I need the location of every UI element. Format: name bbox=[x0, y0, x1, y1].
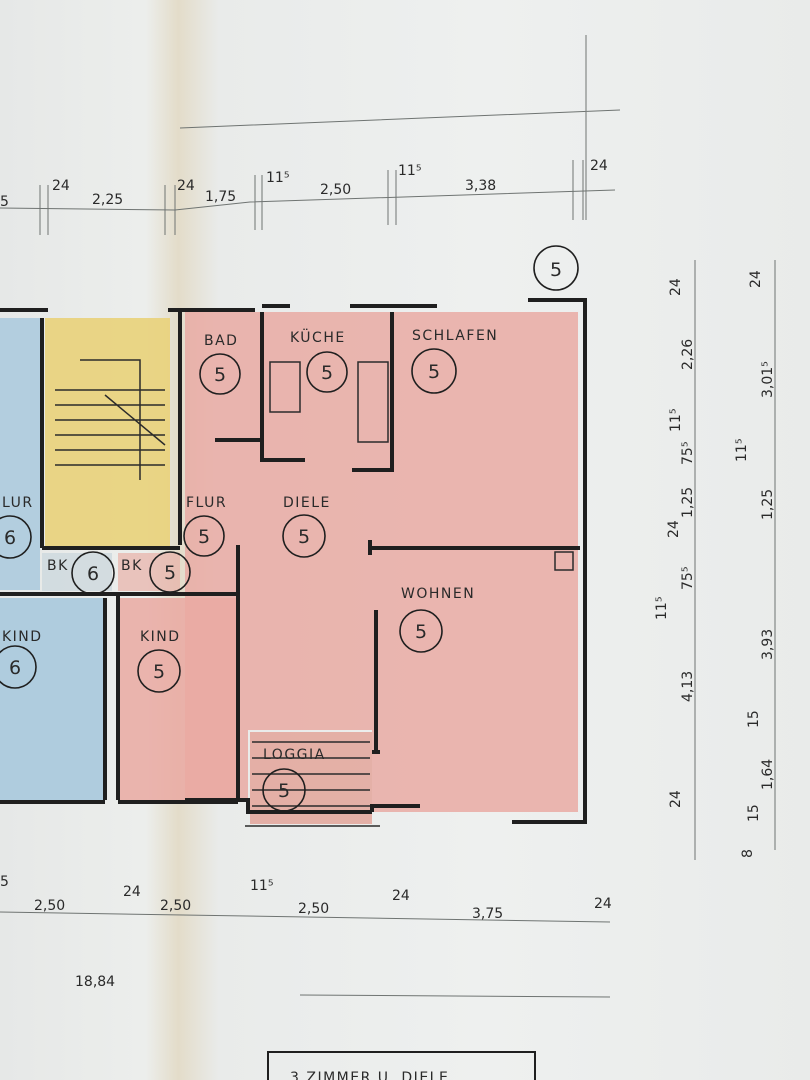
room-flur6-label: LUR bbox=[2, 495, 34, 511]
dim-top: 24 bbox=[590, 158, 608, 174]
room-diele-label: DIELE bbox=[283, 495, 331, 511]
room-kueche-label: KÜCHE bbox=[290, 328, 346, 346]
room-kind6-label: KIND bbox=[2, 629, 43, 645]
room-kueche-unit: 5 bbox=[321, 362, 333, 384]
unit-5-fill bbox=[185, 312, 578, 812]
dim-right: 1,64 bbox=[760, 759, 776, 790]
dim-right: 3,01⁵ bbox=[760, 361, 776, 398]
unit-fills bbox=[0, 312, 578, 824]
bottom-dimensions: 5 2,50 24 2,50 11⁵ 2,50 24 3,75 24 18,84 bbox=[0, 874, 612, 990]
dim-right: 24 bbox=[666, 520, 682, 538]
room-kind-unit: 5 bbox=[153, 661, 165, 683]
room-loggia-label: LOGGIA bbox=[263, 747, 326, 763]
dim-right: 3,93 bbox=[760, 629, 776, 660]
dim-right: 1,25 bbox=[760, 489, 776, 520]
dimension-lines bbox=[0, 35, 776, 998]
dim-right: 24 bbox=[668, 278, 684, 296]
dim-bottom: 5 bbox=[0, 874, 9, 890]
room-labels: BAD 5 KÜCHE 5 SCHLAFEN 5 FLUR 5 DIELE 5 … bbox=[0, 328, 498, 812]
dim-top: 5 bbox=[0, 194, 9, 210]
dim-right: 11⁵ bbox=[654, 597, 670, 620]
room-schlafen-label: SCHLAFEN bbox=[412, 328, 498, 344]
room-schlafen-unit: 5 bbox=[428, 361, 440, 383]
room-wohnen-label: WOHNEN bbox=[401, 586, 475, 602]
room-bk6-label: BK bbox=[47, 558, 69, 574]
top-dimensions: 5 24 2,25 24 1,75 11⁵ 2,50 11⁵ 3,38 24 bbox=[0, 158, 608, 210]
bk-5-fill bbox=[118, 553, 180, 591]
dim-bottom: 3,75 bbox=[472, 906, 503, 922]
stair-fill bbox=[45, 318, 170, 546]
dim-bottom: 24 bbox=[392, 888, 410, 904]
room-kind6-unit: 6 bbox=[9, 657, 21, 679]
right-dimensions-inner: 24 2,26 11⁵ 75⁵ 1,25 24 75⁵ 11⁵ 4,13 24 … bbox=[654, 278, 756, 858]
dim-top: 2,25 bbox=[92, 192, 123, 208]
room-bad-label: BAD bbox=[204, 333, 238, 349]
dim-top: 11⁵ bbox=[266, 170, 289, 186]
kind-5-fill bbox=[120, 598, 238, 800]
dim-bottom: 24 bbox=[123, 884, 141, 900]
dim-right: 8 bbox=[740, 849, 756, 858]
room-kind-label: KIND bbox=[140, 629, 181, 645]
unit-6-fill-kind bbox=[0, 598, 105, 800]
dim-top: 2,50 bbox=[320, 182, 351, 198]
dim-right: 75⁵ bbox=[680, 567, 696, 590]
dim-bottom: 2,50 bbox=[298, 901, 329, 917]
room-loggia-unit: 5 bbox=[278, 780, 290, 802]
dim-top: 11⁵ bbox=[398, 163, 421, 179]
walls bbox=[0, 298, 587, 827]
dim-right: 24 bbox=[748, 270, 764, 288]
room-wohnen-unit: 5 bbox=[415, 621, 427, 643]
dim-right: 4,13 bbox=[680, 671, 696, 702]
dim-bottom: 24 bbox=[594, 896, 612, 912]
dim-right: 75⁵ bbox=[680, 442, 696, 465]
room-bad-unit: 5 bbox=[214, 364, 226, 386]
room-diele-unit: 5 bbox=[298, 526, 310, 548]
room-bk6-unit: 6 bbox=[87, 563, 99, 585]
dim-right: 2,26 bbox=[680, 339, 696, 370]
dim-bottom: 2,50 bbox=[34, 898, 65, 914]
dim-top: 3,38 bbox=[465, 178, 496, 194]
room-flur-unit: 5 bbox=[198, 526, 210, 548]
dim-right: 15 bbox=[746, 804, 762, 822]
right-dimensions-outer: 24 3,01⁵ 11⁵ 1,25 3,93 15 1,64 15 bbox=[734, 270, 776, 822]
dim-bottom: 11⁵ bbox=[250, 878, 273, 894]
dim-bottom: 2,50 bbox=[160, 898, 191, 914]
dim-right: 11⁵ bbox=[734, 439, 750, 462]
dim-top: 24 bbox=[52, 178, 70, 194]
dim-top: 1,75 bbox=[205, 189, 236, 205]
total-dimension: 18,84 bbox=[75, 974, 115, 990]
dim-right: 15 bbox=[746, 710, 762, 728]
dim-top: 24 bbox=[177, 178, 195, 194]
room-bk5-unit: 5 bbox=[164, 562, 176, 584]
unit-number: 5 bbox=[550, 259, 562, 281]
dim-right: 24 bbox=[668, 790, 684, 808]
title-text: 3 ZIMMER U. DIELE bbox=[290, 1070, 449, 1080]
dim-right: 1,25 bbox=[680, 487, 696, 518]
room-flur-label: FLUR bbox=[186, 495, 227, 511]
unit-marker: 5 bbox=[533, 245, 579, 291]
room-flur6-unit: 6 bbox=[4, 527, 16, 549]
dim-right: 11⁵ bbox=[668, 409, 684, 432]
room-bk5-label: BK bbox=[121, 558, 143, 574]
unit-6-fill-upper bbox=[0, 318, 40, 590]
title-box: 3 ZIMMER U. DIELE bbox=[267, 1051, 536, 1080]
loggia-fill bbox=[250, 732, 372, 824]
